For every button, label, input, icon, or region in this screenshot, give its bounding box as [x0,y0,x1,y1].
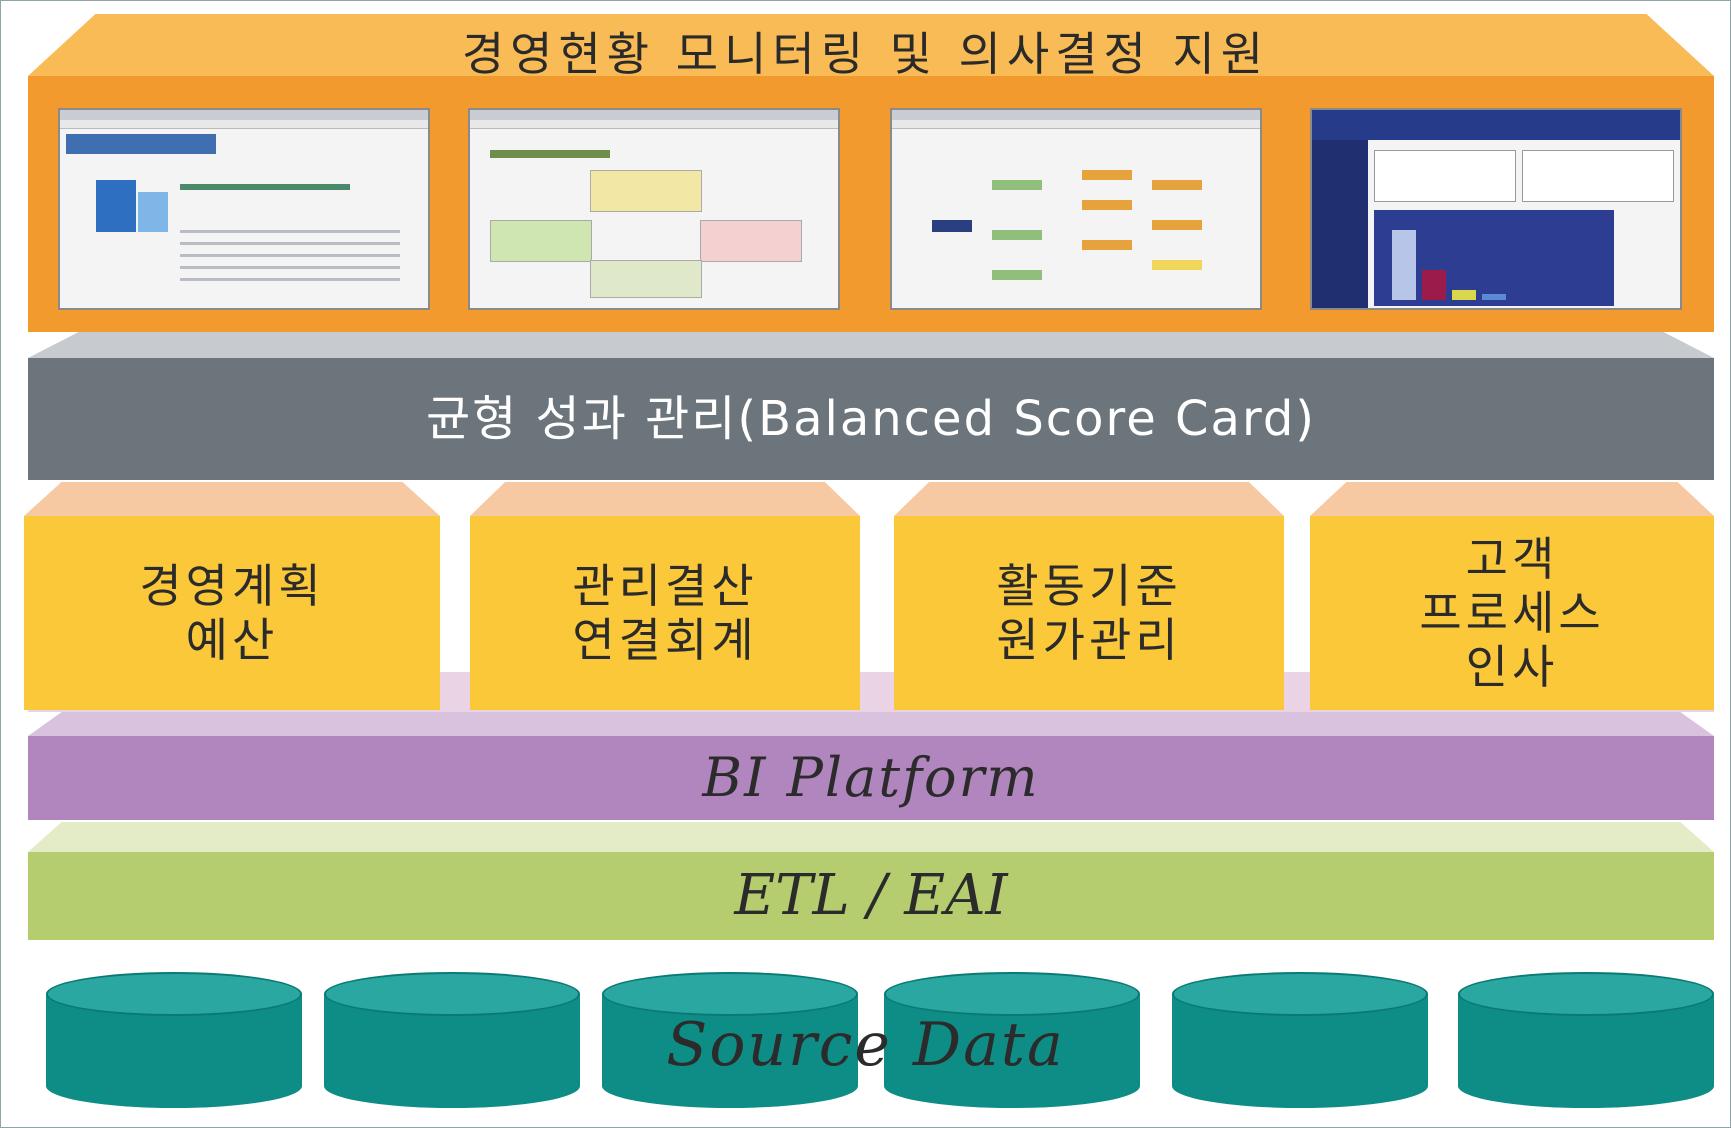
dashboard-screenshot-3 [890,108,1262,310]
module-crm-line-2: 프로세스 [1419,586,1605,640]
module-planning-top [24,482,440,516]
database-cylinder-icon [884,972,1140,1108]
module-closing-top [470,482,860,516]
module-crm-top [1310,482,1714,516]
module-planning-line-1: 경영계획 [139,559,325,613]
module-crm: 고객 프로세스 인사 [1310,516,1714,710]
module-crm-line-1: 고객 [1465,532,1559,586]
dashboard-screenshot-2 [468,108,840,310]
decision-support-title: 경영현황 모니터링 및 의사결정 지원 [461,27,1270,81]
module-planning-line-2: 예산 [185,613,279,667]
bi-platform-layer-top [28,712,1714,736]
module-abc: 활동기준 원가관리 [894,516,1284,710]
etl-eai-layer [28,852,1714,940]
database-cylinder-icon [1172,972,1428,1108]
dashboard-screenshot-4 [1310,108,1682,310]
database-cylinder-icon [602,972,858,1108]
module-abc-line-2: 원가관리 [996,613,1182,667]
database-cylinder-icon [1458,972,1714,1108]
bsc-layer [28,358,1714,480]
bi-platform-layer [28,736,1714,820]
bi-platform-label: BI Platform [702,746,1040,809]
module-planning: 경영계획 예산 [24,516,440,710]
dashboard-screenshot-1 [58,108,430,310]
etl-eai-label: ETL / EAI [734,863,1008,928]
module-closing: 관리결산 연결회계 [470,516,860,710]
etl-eai-layer-top [28,822,1714,852]
database-cylinder-icon [46,972,302,1108]
bsc-layer-top [28,332,1714,358]
database-cylinder-icon [324,972,580,1108]
module-crm-line-3: 인사 [1465,640,1559,694]
module-closing-line-1: 관리결산 [572,559,758,613]
decision-support-layer-top [28,14,1714,76]
module-abc-top [894,482,1284,516]
bsc-label: 균형 성과 관리(Balanced Score Card) [425,391,1317,447]
source-data-label: Source Data [666,1010,1065,1080]
module-abc-line-1: 활동기준 [996,559,1182,613]
module-closing-line-2: 연결회계 [572,613,758,667]
